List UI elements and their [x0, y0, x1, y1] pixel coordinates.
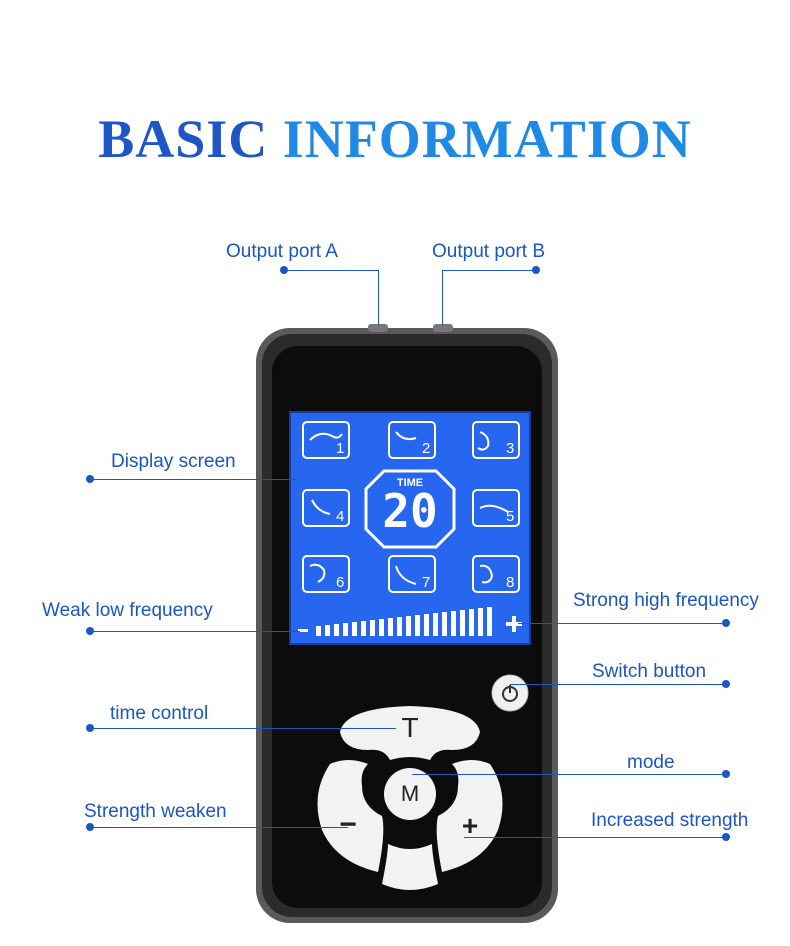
time-control-button[interactable]	[340, 706, 480, 760]
mode-button[interactable]	[384, 768, 436, 820]
mode-icon-4	[302, 489, 350, 527]
label-output-port-b: Output port B	[432, 241, 546, 262]
mode-number-4: 4	[336, 508, 345, 525]
callout-dot-increase	[722, 833, 730, 841]
display-screen	[290, 412, 530, 644]
timer-frame	[364, 469, 456, 549]
output-port-b-socket	[433, 324, 453, 332]
increased-strength-button[interactable]	[436, 760, 503, 872]
mode-number-3: 3	[506, 440, 515, 457]
m-button-label: M	[400, 781, 420, 806]
label-time-control: time control	[110, 703, 209, 724]
callout-line-output-a	[284, 270, 378, 271]
mode-number-6: 6	[336, 574, 345, 591]
mode-number-8: 8	[506, 574, 515, 591]
label-output-port-a: Output port A	[226, 241, 338, 262]
label-strong-high-frequency: Strong high frequency	[573, 590, 759, 611]
timer-value: 20	[382, 484, 438, 538]
mode-icon-5	[472, 489, 520, 527]
plus-button-label: +	[461, 810, 479, 841]
title-word-basic: BASIC	[98, 109, 269, 169]
mode-number-7: 7	[422, 574, 431, 591]
callout-dot-switch	[722, 680, 730, 688]
intensity-bars	[298, 607, 522, 636]
label-increased-strength: Increased strength	[591, 810, 749, 831]
strength-weaken-button[interactable]	[317, 760, 384, 872]
callout-dot-mode	[722, 770, 730, 778]
t-button-label: T	[401, 712, 419, 743]
mode-icon-3	[472, 421, 520, 459]
label-mode: mode	[627, 752, 675, 773]
mode-icon-1	[302, 421, 350, 459]
mode-icon-8	[472, 555, 520, 593]
mode-number-5: 5	[506, 508, 515, 525]
mode-icon-2	[388, 421, 436, 459]
mode-icon-6	[302, 555, 350, 593]
minus-button-label: −	[339, 808, 357, 841]
label-weak-low-frequency: Weak low frequency	[42, 600, 213, 621]
label-switch-button: Switch button	[592, 661, 707, 682]
title-word-information: INFORMATION	[282, 109, 692, 169]
timer-label: TIME	[396, 477, 424, 489]
mode-icons	[302, 421, 520, 593]
label-display-screen: Display screen	[111, 451, 236, 472]
page-title: BASIC INFORMATION	[0, 108, 790, 170]
mode-number-2: 2	[422, 440, 431, 457]
callout-line-output-b	[442, 270, 536, 271]
mode-number-1: 1	[336, 440, 345, 457]
label-strength-weaken: Strength weaken	[84, 801, 227, 822]
mode-icon-7	[388, 555, 436, 593]
output-port-a-socket	[368, 324, 388, 332]
callout-dot-strong	[722, 619, 730, 627]
callout-dot-output-b	[532, 266, 540, 274]
